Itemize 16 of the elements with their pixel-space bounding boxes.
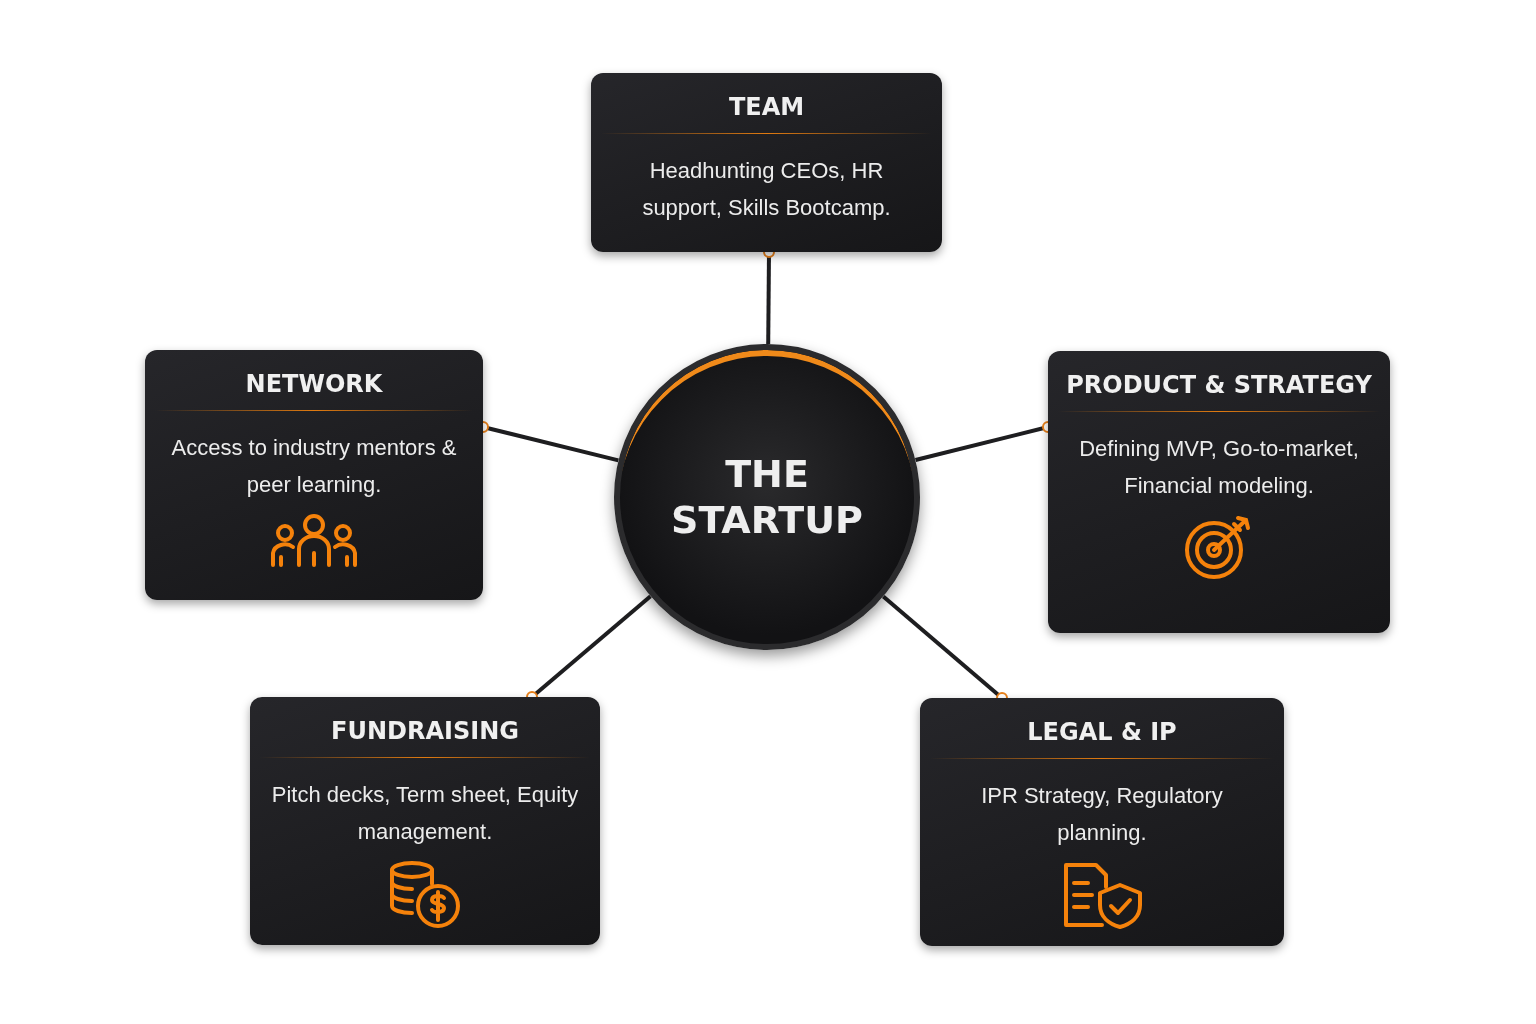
card-description: Access to industry mentors & peer learning. <box>170 434 458 499</box>
card-heading: FUNDRAISING <box>330 717 520 745</box>
card-description: Defining MVP, Go-to-market, Financial modeling. <box>1078 435 1360 500</box>
topic-card <box>591 73 942 252</box>
topic-card <box>1048 351 1390 633</box>
card-description: Pitch decks, Term sheet, Equity management. <box>270 781 580 846</box>
card-description: Headhunting CEOs, HR support, Skills Bootcamp. <box>641 157 892 222</box>
card-heading: PRODUCT & STRATEGY <box>1065 371 1373 399</box>
topic-card <box>920 698 1284 946</box>
hub-title: THE STARTUP <box>670 451 864 543</box>
card-description: IPR Strategy, Regulatory planning. <box>980 782 1224 847</box>
card-heading: NETWORK <box>244 370 384 398</box>
card-heading: LEGAL & IP <box>1026 718 1178 746</box>
topic-card <box>250 697 600 945</box>
card-heading: TEAM <box>727 93 806 121</box>
topic-card <box>145 350 483 600</box>
